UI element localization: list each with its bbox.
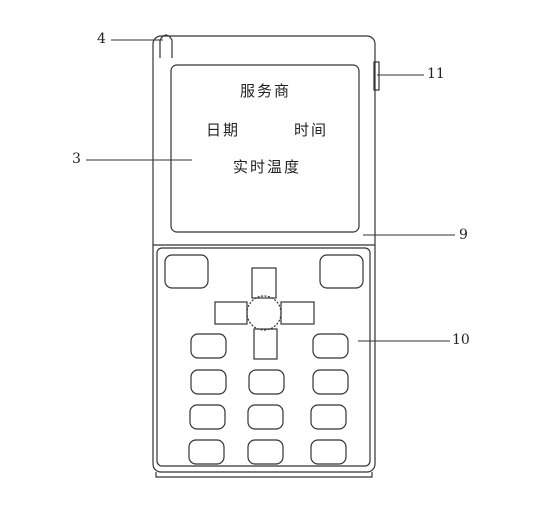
callout-side-button: 11: [427, 66, 445, 82]
soft-key-right: [319, 254, 364, 289]
time-label: 时间: [294, 121, 329, 139]
key-func-left: [190, 333, 227, 359]
phone-body: [152, 35, 376, 473]
key-5: [247, 404, 284, 430]
key-9: [310, 439, 347, 465]
dpad-center: [246, 295, 282, 331]
key-func-right: [312, 333, 349, 359]
date-label: 日期: [206, 121, 241, 139]
temperature-label: 实时温度: [233, 158, 302, 176]
keypad-panel: [156, 247, 371, 467]
key-2: [248, 369, 285, 395]
key-4: [189, 404, 226, 430]
dpad-down: [253, 328, 278, 360]
phone-base: [155, 472, 373, 478]
key-1: [190, 369, 227, 395]
callout-body-divider: 9: [459, 227, 468, 243]
provider-label: 服务商: [240, 82, 292, 100]
soft-key-left: [164, 254, 209, 289]
dpad-up: [251, 267, 277, 299]
callout-antenna: 4: [97, 31, 106, 47]
callout-screen: 3: [72, 151, 81, 167]
key-6: [310, 404, 347, 430]
antenna: [159, 34, 173, 58]
key-3: [312, 369, 349, 395]
dpad-right: [280, 301, 315, 325]
side-button: [373, 61, 380, 91]
key-8: [247, 439, 284, 465]
dpad-left: [214, 301, 248, 325]
key-7: [188, 439, 225, 465]
display-screen: [170, 64, 360, 233]
callout-keypad: 10: [452, 332, 470, 348]
